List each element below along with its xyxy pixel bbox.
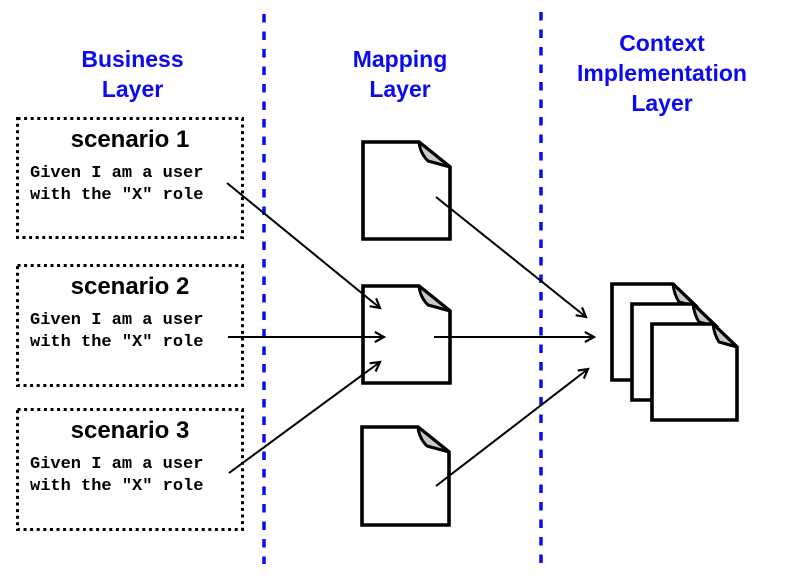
- context-implementation-layer-title: Context Implementation Layer: [577, 30, 747, 116]
- scenario-2-text: Given I am a user with the "X" role: [30, 311, 204, 352]
- document-stack-icon: [610, 282, 739, 422]
- arrow-scenario3-to-mapping: [228, 362, 380, 474]
- document-icon: [361, 284, 452, 385]
- scenario-1-box-border: [16, 117, 244, 239]
- mapping-layer-title: Mapping Layer: [352, 46, 448, 102]
- scenario-2-box-border: [16, 264, 244, 387]
- scenario-3-title: scenario 3: [70, 417, 190, 444]
- business-layer-title: Business Layer: [81, 46, 184, 102]
- arrow-scenario1-to-mapping: [226, 182, 380, 308]
- scenario-3-box: scenario 3 Given I am a user with the "X…: [17, 409, 243, 530]
- document-icon: [361, 140, 452, 241]
- arrow-mapping-top-to-context: [435, 196, 586, 317]
- scenario-1-text: Given I am a user with the "X" role: [30, 164, 204, 205]
- scenario-3-text: Given I am a user with the "X" role: [30, 455, 204, 496]
- scenario-2-title: scenario 2: [70, 273, 190, 300]
- scenario-2-box: scenario 2 Given I am a user with the "X…: [17, 265, 243, 386]
- scenario-1-box: scenario 1 Given I am a user with the "X…: [17, 118, 243, 238]
- scenario-3-box-border: [16, 408, 244, 531]
- document-icon: [360, 425, 451, 527]
- scenario-1-title: scenario 1: [70, 126, 190, 153]
- document-icon: [650, 322, 739, 422]
- arrow-mapping-bottom-to-context: [435, 369, 588, 487]
